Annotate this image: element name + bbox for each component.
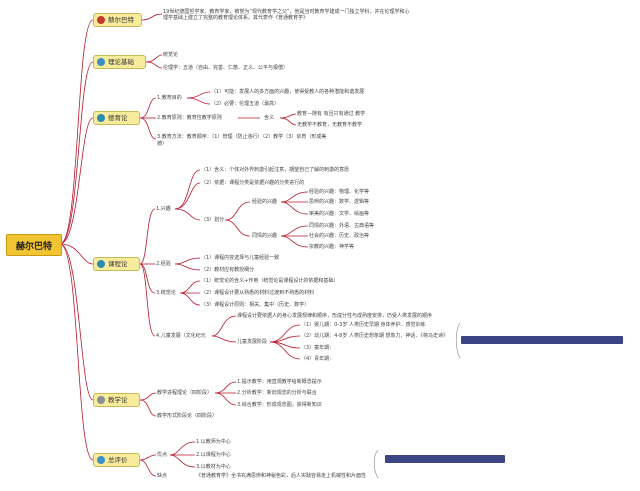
topic-label: 课程论 [108, 260, 128, 268]
curr-experience: 2.经验 [156, 261, 171, 267]
topic-marker-icon [97, 396, 105, 404]
moral-principle-line2: 无教学不教育，无教育不教学 [297, 122, 363, 128]
redaction-bar [385, 455, 505, 463]
sympathetic-item-3: 宗教的兴趣：神学等 [309, 244, 355, 250]
topic-evaluation[interactable]: 总评价 [93, 453, 140, 467]
stage-early-childhood: （2）幼儿期：4-8岁 人类历史想象期 想象力、神话、《荷马史诗》 [301, 333, 449, 339]
topic-marker-icon [97, 260, 105, 268]
child-dev-stages: 儿童发展阶段 [237, 339, 268, 345]
topic-herbart[interactable]: 赫尔巴特 [93, 13, 142, 27]
interest-empirical: 经验的兴趣 [252, 199, 278, 205]
interest-basis: （2）依据：课程分类是依据兴趣的分类进行的 [201, 180, 305, 186]
merit-3: 3.以教材为中心 [196, 464, 231, 470]
topic-marker-icon [97, 58, 105, 66]
curr-child-development: 4.儿童发展（文化纪元 [156, 333, 206, 339]
moral-method: 3.教育方法：教育顺序：（1）管理（防止违行）（2）教学（3）训育（形成美 [157, 134, 327, 140]
merit-2: 2.以课程为中心 [196, 452, 231, 458]
curr-interest: 1.兴趣 [156, 206, 171, 212]
theory-apperception: 统觉论 [163, 52, 179, 58]
eval-demerits: 缺点 [157, 473, 168, 479]
sympathetic-item-1: 同情的兴趣：外语、古典语等 [309, 223, 375, 229]
teaching-step-3: 3.综合教学：形成观念图，获得新知识 [237, 402, 322, 408]
topic-curriculum[interactable]: 课程论 [93, 257, 140, 271]
topic-label: 总评价 [108, 456, 128, 464]
topic-marker-icon [97, 16, 105, 24]
moral-principle-meaning: 含义 [264, 115, 275, 121]
topic-teaching[interactable]: 教学论 [93, 393, 140, 407]
apperception-item-2: （2）课程设计要从熟悉的材料过渡到不熟悉的材料 [201, 290, 315, 296]
child-dev-principle: 课程设计要依据人的身心发展规律和顺序，形成分性与成熟度安排，仍受人类发展的顺序 [237, 313, 433, 319]
moral-aim-necessary: （2）必要：伦理五道（最高） [211, 101, 280, 107]
apperception-item-1: （1）统觉论的含义+作用（统觉论是课程设计的依据和基础） [201, 278, 339, 284]
topic-label: 赫尔巴特 [108, 16, 134, 24]
sympathetic-item-2: 社会的兴趣：历史、政治等 [309, 233, 370, 239]
demerit-1: 《普通教育学》全书充满思辨和神秘色彩，后人实践容易走上机械性和片面性 [196, 473, 367, 479]
stage-youth: （4）青年期： [301, 356, 335, 362]
stage-infancy: （1）婴儿期：0-3岁 人类历史早期 身体养护、感觉训练 [301, 322, 426, 328]
topic-theory[interactable]: 理论基础 [93, 55, 146, 69]
experience-item-1: （1）课程内容选择与儿童经验一致 [201, 255, 280, 261]
empirical-item-3: 审美的兴趣：文学、绘画等 [309, 211, 370, 217]
intro-text: 19世纪德国哲学家、教育学家，被誉为“现代教育学之父”，他是当时教育学建成一门独… [163, 9, 410, 21]
redaction-bar [461, 336, 623, 344]
moral-method-cont: 德） [157, 141, 168, 147]
teaching-process: 教学进程理论（四阶段） [157, 390, 213, 396]
empirical-item-2: 思辨的兴趣：数学、逻辑等 [309, 199, 370, 205]
apperception-item-3: （3）课程设计原则：相关、集中（历史、数学） [201, 302, 310, 308]
topic-label: 理论基础 [108, 58, 134, 66]
moral-principle-line1: 教育—随有 有且只有通过 教学 [297, 111, 366, 117]
interest-sympathetic: 同情的兴趣 [252, 233, 278, 239]
teaching-step-2: 2.分析教学：新旧观念的分析与联合 [237, 390, 317, 396]
empirical-item-1: 经验的兴趣：物理、化学等 [309, 189, 370, 195]
topic-label: 教学论 [108, 396, 128, 404]
topic-marker-icon [97, 114, 105, 122]
interest-division: （3）划分 [201, 217, 225, 223]
topic-marker-icon [97, 456, 105, 464]
root-node[interactable]: 赫尔巴特 [6, 234, 62, 256]
moral-aim-possible: （1）可能：发展人的多方面的兴趣，使得受教人的各种潜能和谐发展 [211, 89, 365, 95]
moral-aim: 1.教育目的 [157, 95, 182, 101]
teaching-form: 教学形式阶段论（四阶段） [157, 413, 218, 419]
merit-1: 1.以教师为中心 [196, 439, 231, 445]
stage-childhood: （3）童年期： [301, 345, 335, 351]
topic-label: 德育论 [108, 114, 128, 122]
topic-moral[interactable]: 德育论 [93, 111, 140, 125]
theory-ethics: 伦理学：五道（自由、完善、仁慈、正义、公平与报偿） [163, 65, 289, 71]
teaching-step-1: 1.提示教学：用直观教学给新概念提示 [237, 379, 322, 385]
experience-item-2: （2）教材应有教授细分 [201, 267, 255, 273]
eval-merits: 优点 [157, 452, 168, 458]
interest-meaning: （1）含义：个体对外界刺激引起注意，期望自己了解的刺激的意愿 [201, 167, 350, 173]
curr-apperception: 3.统觉论 [156, 290, 176, 296]
moral-principle: 2.教育原则：教育性教学原则 [157, 115, 222, 121]
